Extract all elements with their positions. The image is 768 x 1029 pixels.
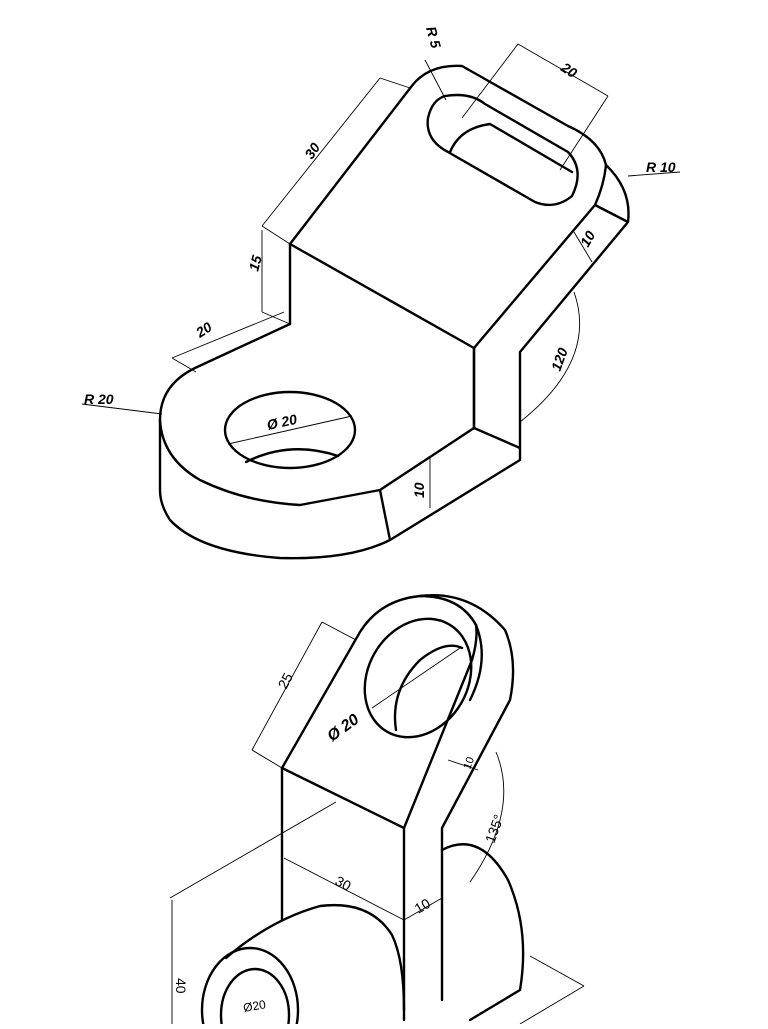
dim-thickness-10-upper-label: 10 <box>462 755 477 771</box>
dim-r10-label: R 10 <box>646 159 676 175</box>
dim-diameter-20-label: Ø 20 <box>324 711 362 745</box>
isometric-drawing-2: 25 Ø 20 10 135° 30 10 40 Ø20 <box>169 594 585 1029</box>
bracket-2-dimension-labels: 25 Ø 20 10 135° 30 10 40 Ø20 <box>173 670 507 1015</box>
dim-thickness-10-lower-label: 10 <box>412 895 434 917</box>
dim-thickness-10-side-label: 10 <box>577 228 599 250</box>
dim-width-20-top-label: 20 <box>558 59 581 82</box>
dim-angle-120-label: 120 <box>548 345 571 373</box>
bracket-1-outline <box>158 64 630 560</box>
dim-width-20-base-label: 20 <box>192 318 215 341</box>
dim-diameter-20-label: Ø 20 <box>265 411 298 433</box>
bracket-2-dimension-lines <box>169 621 585 1025</box>
isometric-drawing-1: R 5 20 R 10 30 10 15 20 120 R 20 Ø 20 10 <box>81 25 681 560</box>
dim-height-25-label: 25 <box>275 670 297 691</box>
dim-height-40-label: 40 <box>173 978 189 994</box>
dim-length-30-label: 30 <box>301 140 323 162</box>
bracket-1-dimension-labels: R 5 20 R 10 30 10 15 20 120 R 20 Ø 20 10 <box>84 25 676 498</box>
dim-height-15-label: 15 <box>245 253 265 272</box>
bracket-1-dimension-lines <box>81 43 681 508</box>
dim-r5-label: R 5 <box>423 25 444 50</box>
dim-r20-label: R 20 <box>84 391 114 407</box>
dim-angle-135-label: 135° <box>482 812 507 845</box>
dim-width-30-label: 30 <box>333 873 354 895</box>
bracket-2-outline <box>200 594 525 1029</box>
dim-thickness-10-base-label: 10 <box>411 482 427 498</box>
dim-diameter-20-small-label: Ø20 <box>242 997 267 1015</box>
